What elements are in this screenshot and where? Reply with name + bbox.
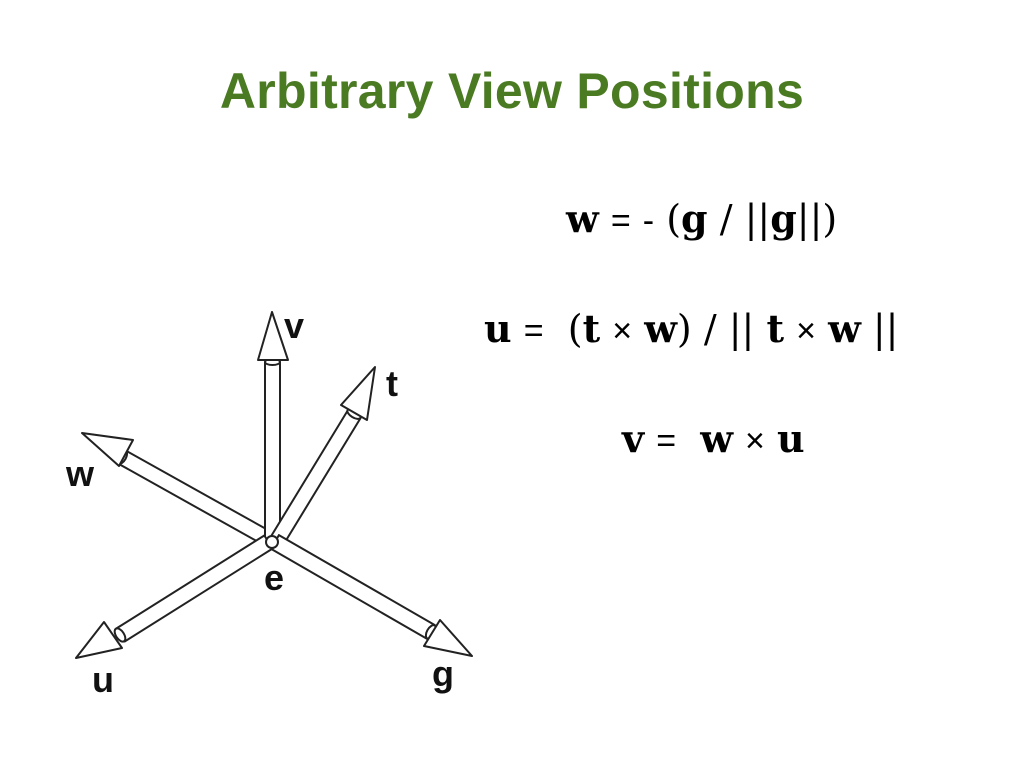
eq-w-bars-left: || (744, 197, 771, 241)
equation-u: u = (t × w) / || t × w || (484, 306, 898, 351)
eq-v-lhs: v (622, 416, 645, 461)
equation-w: w = - (g / ||g||) (566, 196, 837, 241)
eq-v-u: u (776, 416, 805, 461)
eq-w-minus: - (642, 202, 655, 240)
equation-v: v = w × u (622, 416, 805, 461)
eq-u-equals: = (523, 312, 544, 350)
eq-u-lhs: u (484, 306, 512, 351)
eq-u-times2: × (796, 312, 816, 350)
eq-w-bars-right: || (796, 197, 823, 241)
label-v: v (284, 305, 304, 346)
eq-u-t2: t (766, 306, 785, 351)
eq-w-lhs: w (566, 196, 599, 241)
eq-u-rparen: ) (676, 307, 692, 351)
t-axis-arrow (268, 366, 376, 547)
label-u: u (92, 659, 114, 700)
u-axis-arrow (75, 534, 274, 659)
eq-u-lparen: ( (567, 307, 583, 351)
eq-u-t1: t (582, 306, 601, 351)
eq-v-times: × (745, 422, 765, 460)
eq-u-w2: w (828, 306, 861, 351)
eq-u-w1: w (644, 306, 677, 351)
eq-w-equals: = (610, 202, 631, 240)
v-axis-arrow (257, 311, 289, 541)
label-g: g (432, 653, 454, 694)
eq-w-g2: g (770, 196, 797, 241)
eq-u-slash: / (703, 307, 717, 351)
eq-w-slash: / (719, 197, 733, 241)
eq-u-bars-left: || (728, 307, 755, 351)
eq-w-g1: g (681, 196, 708, 241)
eq-v-w: w (700, 416, 733, 461)
slide-title: Arbitrary View Positions (219, 63, 805, 119)
label-w: w (65, 453, 95, 494)
eq-w-lparen: ( (666, 197, 682, 241)
eq-w-rparen: ) (822, 197, 838, 241)
origin-point (265, 535, 279, 549)
eq-u-times1: × (612, 312, 633, 350)
w-axis-arrow (81, 432, 274, 547)
g-axis-arrow (270, 534, 473, 657)
label-t: t (386, 363, 398, 404)
label-e: e (264, 557, 284, 598)
eq-u-bars-right: || (872, 307, 899, 351)
eq-v-equals: = (656, 422, 677, 460)
